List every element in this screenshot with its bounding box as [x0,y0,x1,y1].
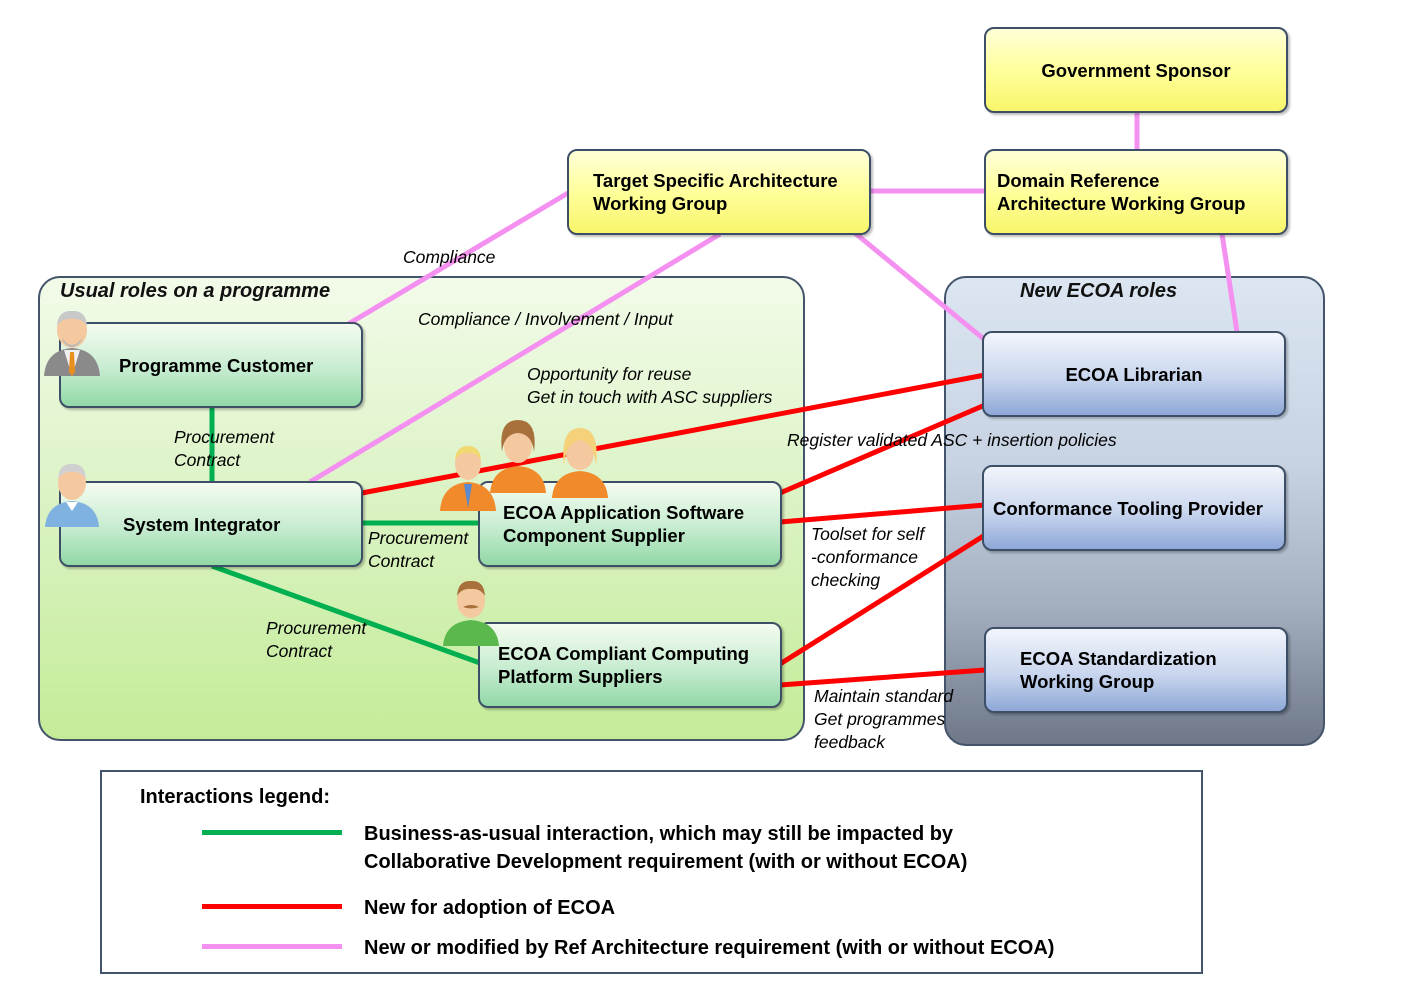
business-connectors [209,408,481,666]
team-icon [440,420,608,511]
label-opportunity-reuse: Opportunity for reuse Get in touch with … [527,364,773,407]
usual-roles-title: Usual roles on a programme [60,280,331,302]
label-compliance: Compliance [403,247,496,267]
target-integrator-line [308,231,722,485]
government-sponsor-box: Government Sponsor [984,27,1288,113]
legend-text-business: Business-as-usual interaction, which may… [364,823,968,873]
worker-icon [443,580,499,646]
label-procurement-customer: Procurement Contract [174,427,275,470]
interactions-legend: Interactions legend: Business-as-usual i… [100,770,1203,974]
legend-text-ecoa: New for adoption of ECOA [364,897,616,919]
ecoa-librarian-box: ECOA Librarian [982,331,1286,417]
asc-librarian-line [779,402,986,496]
label-register-asc: Register validated ASC + insertion polic… [787,430,1117,450]
legend-line-ecoa [202,904,342,909]
label-compliance-involvement: Compliance / Involvement / Input [418,309,673,329]
domain-librarian-line [1219,233,1240,333]
engineer-icon [45,463,99,527]
system-integrator-box: System Integrator [59,481,363,567]
asc-supplier-box: ECOA Application Software Component Supp… [478,481,782,567]
label-maintain-standard: Maintain standard Get programmes feedbac… [814,686,954,752]
label-procurement-asc: Procurement Contract [368,528,469,571]
integrator-platform-line [211,563,481,666]
domain-reference-architecture-box: Domain Reference Architecture Working Gr… [984,149,1288,235]
platform-standardization-line [779,667,986,688]
businessman-icon [44,310,100,376]
label-procurement-platform: Procurement Contract [266,618,367,661]
new-ecoa-roles-title: New ECOA roles [1020,280,1178,302]
legend-title: Interactions legend: [140,786,331,808]
platform-tooling-line [778,532,987,667]
ref-arch-connectors [308,113,1240,485]
label-toolset: Toolset for self -conformance checking [811,524,925,590]
legend-text-ref-arch: New or modified by Ref Architecture requ… [364,937,1055,959]
legend-line-business [202,830,342,835]
conformance-tooling-box: Conformance Tooling Provider [982,465,1286,551]
target-specific-architecture-box: Target Specific Architecture Working Gro… [567,149,871,235]
target-librarian-line [853,231,987,342]
standardization-box: ECOA Standardization Working Group [984,627,1288,713]
platform-suppliers-box: ECOA Compliant Computing Platform Suppli… [478,622,782,708]
target-customer-line [343,190,570,329]
programme-customer-box: Programme Customer [59,322,363,408]
asc-tooling-line [779,502,986,525]
legend-line-ref-arch [202,944,342,949]
